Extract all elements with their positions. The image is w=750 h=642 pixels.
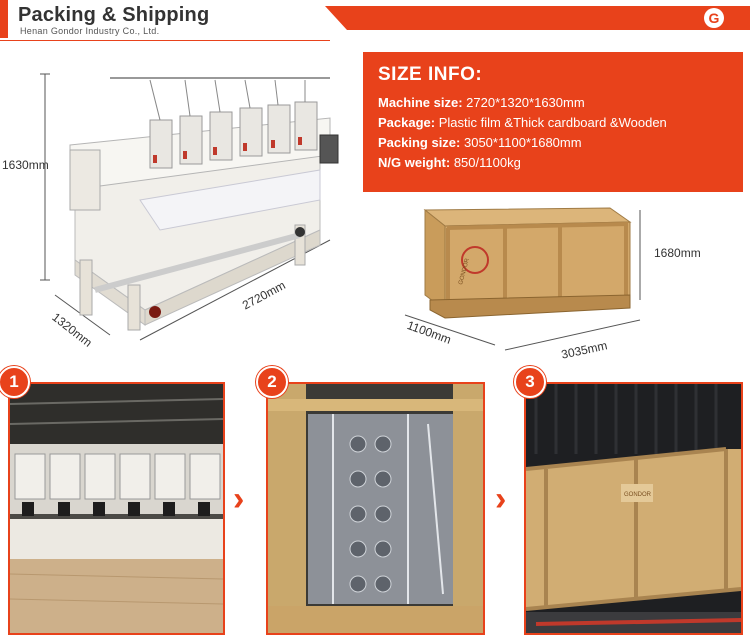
- crate-label-text: GONDOR: [624, 492, 652, 498]
- machines-photo: [10, 384, 223, 633]
- wrapped-machine-photo: [268, 384, 483, 633]
- step-3-badge: 3: [514, 366, 546, 398]
- step-2-badge: 2: [256, 366, 288, 398]
- weight-value: 850/1100kg: [450, 155, 521, 170]
- page-title: Packing & Shipping: [18, 4, 210, 26]
- photo-step-1: [8, 382, 225, 635]
- header-underline: [0, 40, 330, 41]
- crate-illustration: GONDOR: [404, 207, 641, 351]
- weight-label: N/G weight:: [378, 155, 451, 170]
- package-label: Package:: [378, 115, 436, 130]
- header-accent-bar: [0, 0, 8, 38]
- step-1-badge: 1: [0, 366, 30, 398]
- crate-in-container-photo: GONDOR: [526, 384, 741, 633]
- machine-size-value: 2720*1320*1630mm: [462, 95, 585, 110]
- packing-size-value: 3050*1100*1680mm: [460, 135, 582, 150]
- machine-illustration: [40, 73, 339, 341]
- package-value: Plastic film &Thick cardboard &Wooden: [435, 115, 667, 130]
- size-info-title: SIZE INFO:: [378, 64, 483, 85]
- size-info-panel: SIZE INFO: Machine size: 2720*1320*1630m…: [363, 52, 743, 192]
- crate-height-label: 1680mm: [654, 246, 701, 260]
- chevron-right-icon: ›: [495, 480, 507, 518]
- brand-logo-icon: G: [704, 8, 724, 28]
- package-row: Package: Plastic film &Thick cardboard &…: [378, 115, 667, 130]
- weight-row: N/G weight: 850/1100kg: [378, 155, 521, 170]
- photo-step-3: GONDOR: [524, 382, 743, 635]
- machine-size-label: Machine size:: [378, 95, 463, 110]
- chevron-right-icon: ›: [233, 480, 245, 518]
- company-name: Henan Gondor Industry Co., Ltd.: [20, 26, 160, 36]
- packing-size-label: Packing size:: [378, 135, 461, 150]
- machine-size-row: Machine size: 2720*1320*1630mm: [378, 95, 585, 110]
- photo-step-2: [266, 382, 485, 635]
- machine-height-label: 1630mm: [2, 158, 49, 172]
- header-banner: [325, 6, 750, 30]
- packing-size-row: Packing size: 3050*1100*1680mm: [378, 135, 582, 150]
